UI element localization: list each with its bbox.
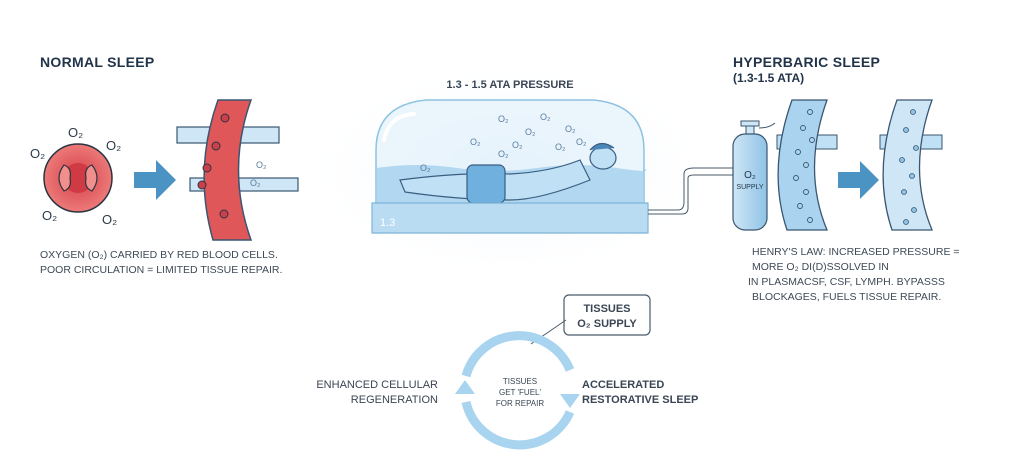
repair-cycle: TISSUES O₂ SUPPLY TISSUES GET 'FUEL' FOR… <box>316 294 698 450</box>
arrow-right-icon <box>838 161 879 199</box>
svg-text:O₂: O₂ <box>565 124 576 134</box>
hyperbaric-caption-line: MORE O₂ DI(D)SSOLVED IN <box>752 261 889 273</box>
blood-vessel-saturated-icon <box>879 99 943 231</box>
normal-sleep-title: NORMAL SLEEP <box>40 54 155 70</box>
svg-text:O₂: O₂ <box>576 137 587 147</box>
hyperbaric-chamber-panel: 1.3 - 1.5 ATA PRESSURE O₂ O₂ O₂ O₂ O₂ O₂… <box>320 70 734 270</box>
cycle-right-line: ACCELERATED <box>582 379 664 391</box>
cycle-arrows-icon <box>461 331 575 450</box>
hyperbaric-caption-line: BLOCKAGES, FUELS TISSUE REPAIR. <box>752 291 941 303</box>
normal-sleep-caption-line: OXYGEN (O₂) CARRIED BY RED BLOOD CELLS. <box>40 249 278 261</box>
svg-text:O₂: O₂ <box>470 137 481 147</box>
cycle-center-line: TISSUES <box>503 377 537 386</box>
svg-text:O₂: O₂ <box>540 112 551 122</box>
svg-text:O₂: O₂ <box>498 114 509 124</box>
hyperbaric-sleep-panel: HYPERBARIC SLEEP (1.3-1.5 ATA) O₂ SUPPLY <box>732 54 960 303</box>
blood-vessel-narrow-icon <box>176 99 299 241</box>
hyperbaric-caption-line: HENRY'S LAW: INCREASED PRESSURE = <box>752 246 960 258</box>
cycle-center-line: GET 'FUEL' <box>499 388 542 397</box>
pressure-title: 1.3 - 1.5 ATA PRESSURE <box>446 79 573 91</box>
pressure-gauge-label: 1.3 <box>380 217 395 229</box>
cycle-center-line: FOR REPAIR <box>496 399 545 408</box>
tank-label: SUPPLY <box>736 184 763 191</box>
svg-text:O₂: O₂ <box>525 127 536 137</box>
svg-text:O₂: O₂ <box>420 163 431 173</box>
hyperbaric-caption-line: IN PLASMACSF, CSF, LYMPH. BYPASSS <box>748 276 945 288</box>
arrow-right-icon <box>134 160 176 200</box>
o2-label: O₂ <box>68 125 83 140</box>
o2-label: O₂ <box>30 146 45 161</box>
tissues-o2-callout <box>563 294 651 336</box>
svg-text:O₂: O₂ <box>498 149 509 159</box>
callout-line: O₂ SUPPLY <box>577 318 637 330</box>
o2-label: O₂ <box>256 160 267 170</box>
o2-bubbles: O₂ O₂ O₂ O₂ O₂ O₂ O₂ O₂ O₂ O₂ <box>420 112 587 173</box>
o2-label: O₂ <box>102 212 117 227</box>
oxygen-hose <box>648 167 734 215</box>
blood-vessel-o2-rich-icon <box>776 99 838 231</box>
red-blood-cell-icon <box>43 143 113 213</box>
tank-label: O₂ <box>744 170 756 181</box>
oxygen-tank-icon <box>732 120 776 231</box>
normal-sleep-caption-line: POOR CIRCULATION = LIMITED TISSUE REPAIR… <box>40 264 282 276</box>
cycle-right-line: RESTORATIVE SLEEP <box>582 394 698 406</box>
chamber-base <box>371 202 649 234</box>
o2-label: O₂ <box>42 208 57 223</box>
callout-line: TISSUES <box>583 303 630 315</box>
o2-label: O₂ <box>106 138 121 153</box>
person-icon <box>399 142 617 204</box>
hyperbaric-sleep-subtitle: (1.3-1.5 ATA) <box>733 71 804 85</box>
normal-sleep-panel: NORMAL SLEEP O₂ O₂ O₂ O₂ O₂ O₂ O₂ OXYGEN… <box>30 54 299 276</box>
hyperbaric-sleep-title: HYPERBARIC SLEEP <box>733 54 880 70</box>
cycle-left-line: REGENERATION <box>351 394 438 406</box>
o2-label: O₂ <box>250 178 261 188</box>
cycle-left-line: ENHANCED CELLULAR <box>316 379 438 391</box>
svg-text:O₂: O₂ <box>555 142 566 152</box>
svg-text:O₂: O₂ <box>512 140 523 150</box>
